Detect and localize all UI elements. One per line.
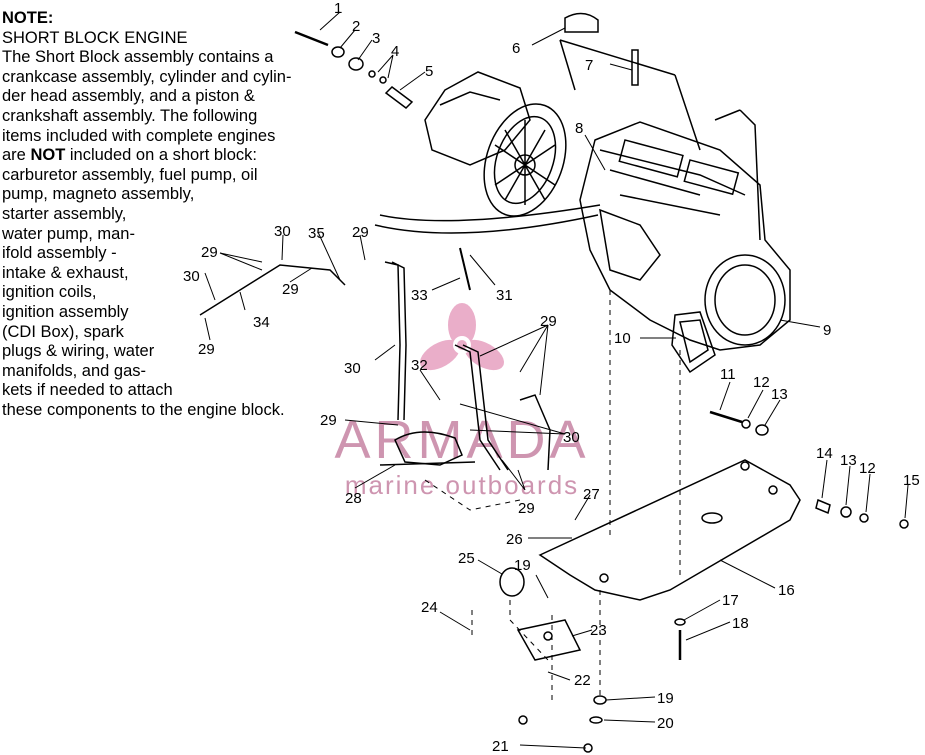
note-line: ifold assembly -: [2, 244, 117, 263]
callout-3: 3: [372, 30, 380, 47]
note-line: plugs & wiring, water: [2, 342, 155, 361]
note-title: NOTE:: [2, 9, 54, 27]
callout-16: 16: [778, 582, 795, 599]
callout-25: 25: [458, 550, 475, 567]
note-line: carburetor assembly, fuel pump, oil: [2, 165, 258, 184]
callout-15: 15: [903, 472, 920, 489]
callout-30-b: 30: [183, 268, 200, 285]
line-31: [379, 204, 601, 222]
callout-13-upper: 13: [771, 386, 788, 403]
bushing-3: [348, 57, 364, 71]
callout-29-a: 29: [201, 244, 218, 261]
note-line: starter assembly,: [2, 204, 127, 223]
callout-12-upper: 12: [753, 374, 770, 391]
note-line-not-included: are NOT included on a short block:: [2, 146, 342, 166]
callout-29-g: 29: [518, 500, 535, 517]
callout-30-a: 30: [274, 223, 291, 240]
note-line: ignition assembly: [2, 302, 129, 321]
note-line-suffix: included on a short block:: [65, 146, 257, 165]
note-line: manifolds, and gas-: [2, 361, 146, 380]
bolt-1: [294, 30, 329, 47]
callout-29-e: 29: [540, 313, 557, 330]
callout-23: 23: [590, 622, 607, 639]
skid-plate-16: [538, 459, 801, 601]
callout-29-d: 29: [352, 224, 369, 241]
callout-2: 2: [352, 18, 360, 35]
propeller-icon: [420, 303, 504, 371]
note-line: these components to the engine block.: [2, 400, 285, 419]
callout-19-lower: 19: [657, 690, 674, 707]
note-line: SHORT BLOCK ENGINE: [2, 28, 188, 47]
fuel-cap-part: [564, 12, 599, 33]
note-bold-word: NOT: [30, 146, 66, 165]
callout-31: 31: [496, 287, 513, 304]
washer-2: [331, 46, 345, 58]
callout-10: 10: [614, 330, 631, 347]
callout-29-b: 29: [282, 281, 299, 298]
spark-plug-part: [631, 49, 639, 86]
callout-13-lower: 13: [840, 452, 857, 469]
callout-9: 9: [823, 322, 831, 339]
note-line: crankcase assembly, cylinder and cylin-: [2, 67, 292, 86]
watermark-brand: ARMADA: [334, 410, 589, 470]
callout-6: 6: [512, 40, 520, 57]
callout-33: 33: [411, 287, 428, 304]
pump-28: [394, 431, 463, 466]
callout-34: 34: [253, 314, 270, 331]
recoil-starter: [424, 71, 567, 217]
spacer-5: [384, 86, 414, 109]
note-line: ignition coils,: [2, 283, 97, 302]
short-block-note: NOTE: SHORT BLOCK ENGINE The Short Block…: [2, 9, 342, 420]
note-line-prefix: are: [2, 146, 31, 165]
callout-24: 24: [421, 599, 438, 616]
note-line: items included with complete engines: [2, 126, 276, 145]
note-line: kets if needed to attach: [2, 381, 173, 400]
note-line: water pump, man-: [2, 224, 135, 243]
note-line: (CDI Box), spark: [2, 322, 124, 341]
callout-29-c: 29: [198, 341, 215, 358]
callout-8: 8: [575, 120, 583, 137]
callout-labels: 1 2 3 4 5 6 7 8 9 10 11 12 13 14 13 12 1…: [183, 0, 920, 755]
engine-block: [559, 39, 791, 351]
callout-18: 18: [732, 615, 749, 632]
manifold-gasket: [671, 311, 716, 374]
note-line: der head assembly, and a piston &: [2, 87, 255, 106]
callout-17: 17: [722, 592, 739, 609]
note-line: crankshaft assembly. The following: [2, 106, 258, 125]
watermark-logo: ARMADA marine outboards: [334, 303, 589, 500]
callout-28: 28: [345, 490, 362, 507]
callout-21: 21: [492, 738, 509, 755]
callout-7: 7: [585, 57, 593, 74]
note-line: The Short Block assembly contains a: [2, 48, 274, 67]
callout-1: 1: [334, 0, 342, 17]
callout-30-d: 30: [563, 429, 580, 446]
callout-30-c: 30: [344, 360, 361, 377]
callout-4: 4: [391, 43, 399, 60]
note-line: pump, magneto assembly,: [2, 185, 195, 204]
watermark-tagline: marine outboards: [345, 470, 579, 500]
damper-25: [499, 567, 525, 597]
mount-bracket-23: [516, 619, 582, 661]
callout-32: 32: [411, 357, 428, 374]
note-line: intake & exhaust,: [2, 263, 129, 282]
callout-19-upper: 19: [514, 557, 531, 574]
callout-5: 5: [425, 63, 433, 80]
callout-26: 26: [506, 531, 523, 548]
callout-35: 35: [308, 225, 325, 242]
callout-14: 14: [816, 445, 833, 462]
callout-22: 22: [574, 672, 591, 689]
callout-27: 27: [583, 486, 600, 503]
callout-20: 20: [657, 715, 674, 732]
callout-12-lower: 12: [859, 460, 876, 477]
callout-11: 11: [720, 366, 736, 383]
callout-29-f: 29: [320, 412, 337, 429]
